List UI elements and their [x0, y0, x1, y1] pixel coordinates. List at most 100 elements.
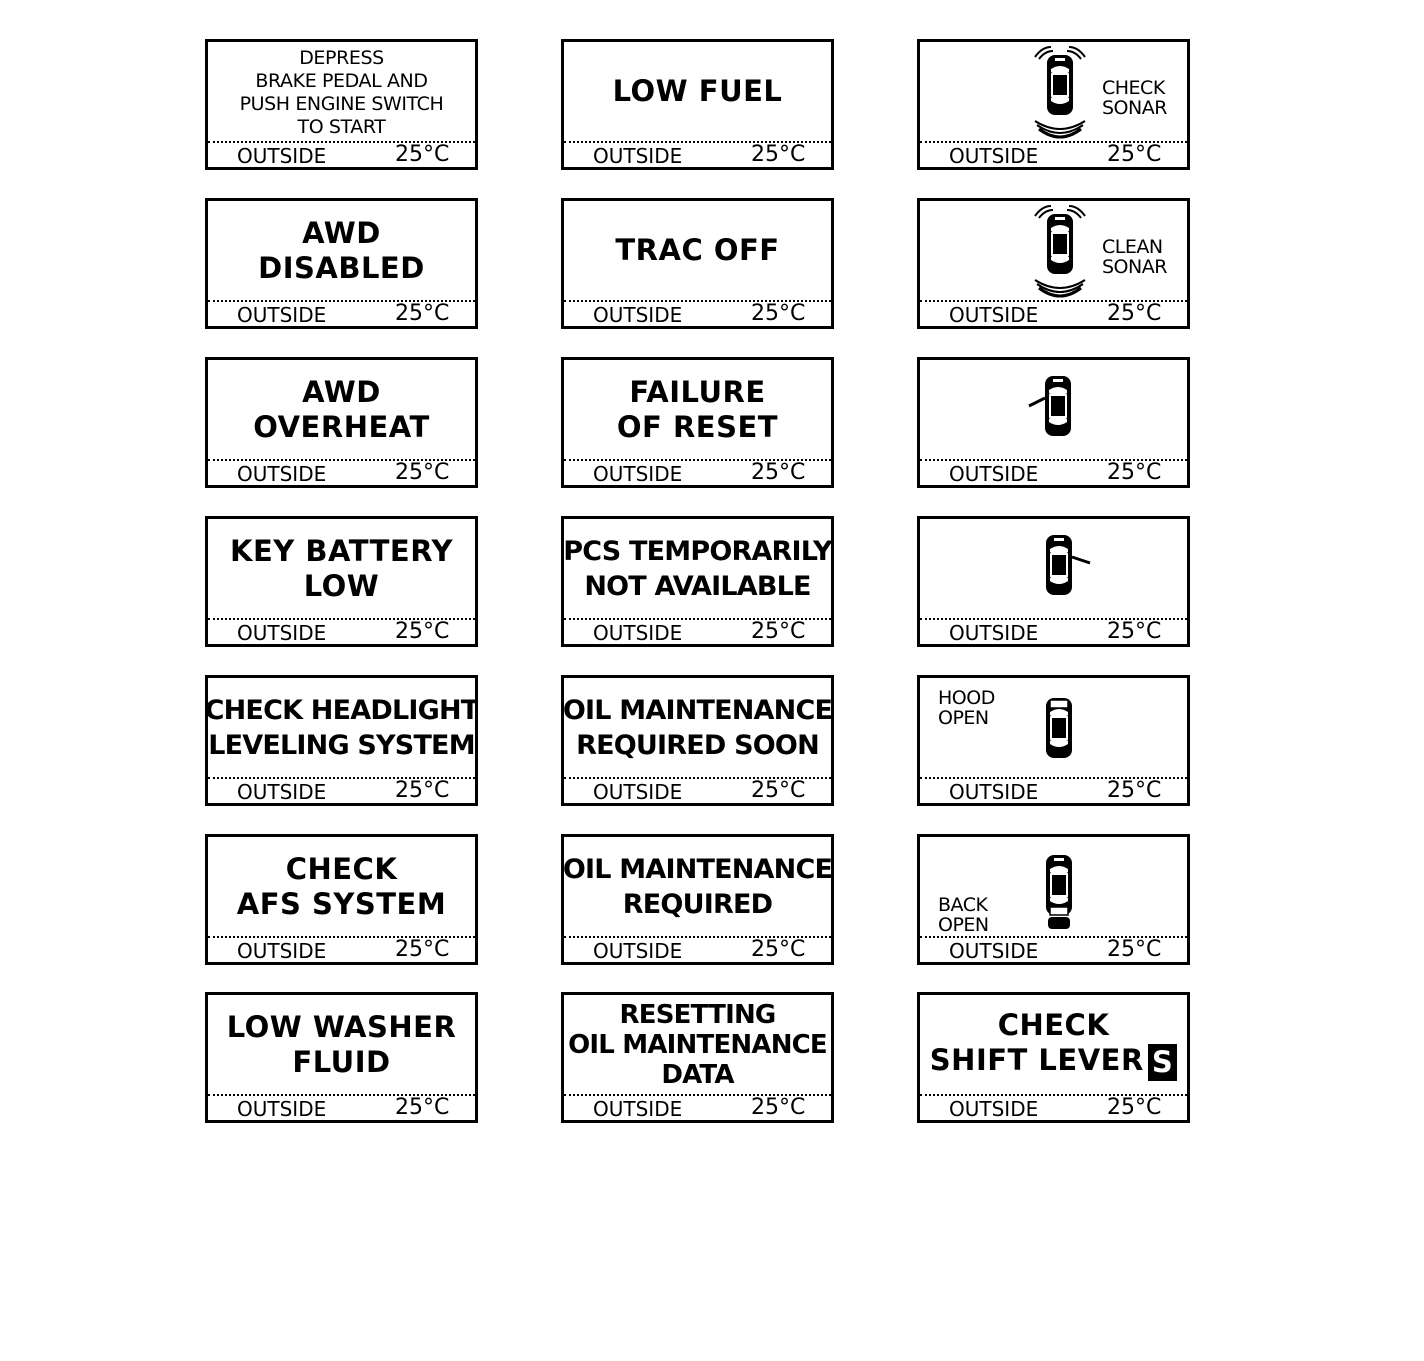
outside-label: OUTSIDE	[593, 780, 683, 804]
message-line-text: SHIFT LEVER	[929, 1043, 1144, 1078]
divider	[564, 300, 831, 302]
divider	[208, 300, 475, 302]
message-line: SONAR	[1102, 97, 1167, 119]
low-washer-message: LOW WASHER FLUID	[208, 995, 475, 1094]
check-afs-message: CHECK AFS SYSTEM	[208, 837, 475, 936]
outside-temp-footer: OUTSIDE 25°C	[564, 1096, 831, 1121]
low-fuel-panel: LOW FUEL OUTSIDE 25°C	[561, 39, 834, 170]
outside-temp: 25°C	[395, 1095, 450, 1120]
message-line: CHECK	[1102, 77, 1165, 99]
outside-temp: 25°C	[395, 142, 450, 167]
outside-temp-footer: OUTSIDE 25°C	[208, 1095, 475, 1121]
message-line: HOOD	[938, 687, 995, 709]
outside-temp-footer: OUTSIDE 25°C	[920, 301, 1187, 327]
divider	[564, 1094, 831, 1096]
outside-label: OUTSIDE	[949, 144, 1039, 168]
outside-label: OUTSIDE	[237, 939, 327, 963]
outside-temp-footer: OUTSIDE 25°C	[920, 460, 1187, 486]
outside-temp: 25°C	[1107, 460, 1162, 485]
outside-label: OUTSIDE	[237, 780, 327, 804]
divider	[920, 618, 1187, 620]
car-sonar-icon	[1034, 205, 1086, 298]
divider	[208, 618, 475, 620]
outside-temp-footer: OUTSIDE 25°C	[208, 619, 475, 645]
outside-temp: 25°C	[1107, 301, 1162, 326]
resetting-oil-message: RESETTING OIL MAINTENANCE DATA	[564, 995, 831, 1094]
message-line: LEVELING SYSTEM	[208, 729, 475, 761]
outside-temp: 25°C	[751, 460, 806, 485]
outside-label: OUTSIDE	[593, 462, 683, 486]
message-line: AWD	[302, 215, 381, 250]
outside-temp-footer: OUTSIDE 25°C	[920, 779, 1187, 804]
message-line: DATA	[661, 1059, 734, 1090]
divider	[208, 936, 475, 938]
message-line: OPEN	[938, 914, 989, 936]
outside-temp: 25°C	[751, 619, 806, 644]
message-line: REQUIRED SOON	[576, 729, 820, 761]
awd-overheat-panel: AWD OVERHEAT OUTSIDE 25°C	[205, 357, 478, 488]
car-left-door-open-icon	[1028, 376, 1071, 436]
message-line: RESETTING	[619, 999, 777, 1030]
failure-of-reset-message: FAILURE OF RESET	[564, 360, 831, 459]
message-line: FAILURE	[629, 374, 766, 409]
outside-label: OUTSIDE	[237, 462, 327, 486]
pcs-unavailable-panel: PCS TEMPORARILY NOT AVAILABLE OUTSIDE 25…	[561, 516, 834, 647]
outside-temp: 25°C	[395, 460, 450, 485]
back-open-panel: BACK OPEN OUTSIDE 25°C	[917, 834, 1190, 965]
outside-temp-footer: OUTSIDE 25°C	[564, 619, 831, 645]
outside-temp: 25°C	[395, 619, 450, 644]
key-battery-low-message: KEY BATTERY LOW	[208, 519, 475, 618]
depress-brake-message: DEPRESS BRAKE PEDAL AND PUSH ENGINE SWIT…	[208, 42, 475, 141]
back-open-label: BACK OPEN	[938, 895, 989, 935]
divider	[208, 141, 475, 143]
check-headlight-panel: CHECK HEADLIGHT LEVELING SYSTEM OUTSIDE …	[205, 675, 478, 806]
message-line: DISABLED	[258, 250, 425, 285]
divider	[208, 459, 475, 461]
trac-off-message: TRAC OFF	[564, 201, 831, 300]
message-line: SONAR	[1102, 256, 1167, 278]
divider	[208, 1094, 475, 1096]
divider	[564, 618, 831, 620]
depress-brake-panel: DEPRESS BRAKE PEDAL AND PUSH ENGINE SWIT…	[205, 39, 478, 170]
divider	[920, 300, 1187, 302]
resetting-oil-panel: RESETTING OIL MAINTENANCE DATA OUTSIDE 2…	[561, 992, 834, 1123]
divider	[564, 777, 831, 779]
divider	[920, 459, 1187, 461]
message-line: DEPRESS	[299, 47, 384, 69]
outside-temp: 25°C	[751, 301, 806, 326]
message-line: OF RESET	[616, 409, 779, 444]
low-washer-panel: LOW WASHER FLUID OUTSIDE 25°C	[205, 992, 478, 1123]
message-line: TRAC OFF	[615, 233, 780, 267]
outside-temp-footer: OUTSIDE 25°C	[208, 460, 475, 486]
outside-temp: 25°C	[395, 937, 450, 962]
message-line: FLUID	[292, 1044, 391, 1079]
outside-temp-footer: OUTSIDE 25°C	[920, 143, 1187, 168]
divider	[920, 141, 1187, 143]
outside-label: OUTSIDE	[949, 1097, 1039, 1121]
outside-label: OUTSIDE	[593, 144, 683, 168]
outside-label: OUTSIDE	[237, 1097, 327, 1121]
message-line: LOW	[303, 568, 380, 603]
outside-label: OUTSIDE	[593, 621, 683, 645]
outside-label: OUTSIDE	[593, 939, 683, 963]
message-line: CHECK	[285, 851, 398, 886]
awd-disabled-panel: AWD DISABLED OUTSIDE 25°C	[205, 198, 478, 329]
outside-temp-footer: OUTSIDE 25°C	[208, 301, 475, 327]
outside-label: OUTSIDE	[949, 780, 1039, 804]
door-right-open-panel: OUTSIDE 25°C	[917, 516, 1190, 647]
divider	[564, 459, 831, 461]
shift-s-badge-icon: S	[1147, 1043, 1178, 1081]
outside-temp: 25°C	[395, 301, 450, 326]
check-sonar-panel: CHECK SONAR OUTSIDE 25°C	[917, 39, 1190, 170]
outside-temp-footer: OUTSIDE 25°C	[208, 937, 475, 963]
message-line: NOT AVAILABLE	[584, 570, 811, 602]
outside-temp-footer: OUTSIDE 25°C	[208, 779, 475, 804]
outside-temp: 25°C	[1107, 937, 1162, 962]
oil-maintenance-required-panel: OIL MAINTENANCE REQUIRED OUTSIDE 25°C	[561, 834, 834, 965]
message-line: OPEN	[938, 707, 989, 729]
key-battery-low-panel: KEY BATTERY LOW OUTSIDE 25°C	[205, 516, 478, 647]
door-left-open-panel: OUTSIDE 25°C	[917, 357, 1190, 488]
